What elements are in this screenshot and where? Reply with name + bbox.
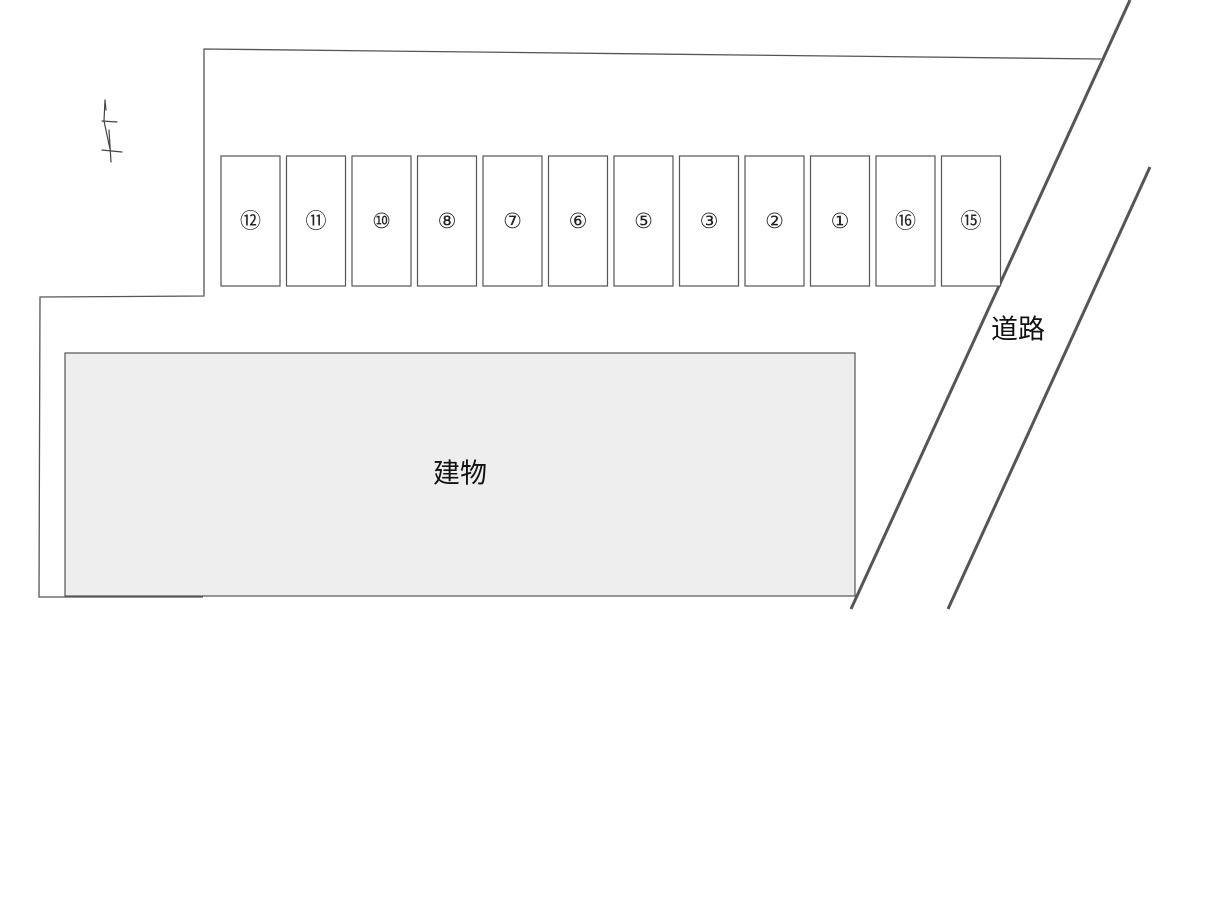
- parking-space-outline: [547, 155, 609, 287]
- parking-space-outline: [351, 155, 412, 287]
- road-label: 道路: [991, 315, 1045, 346]
- parking-space-outline: [940, 155, 1002, 287]
- parking-space-number: ⑮: [961, 209, 982, 233]
- parking-space-outline: [809, 155, 871, 287]
- road-edge-right: [946, 166, 1152, 610]
- parking-space: ⑦: [482, 155, 543, 287]
- parking-space-number: ⑤: [634, 209, 653, 233]
- building-footprint: [64, 352, 856, 597]
- parking-space: ⑥: [547, 155, 609, 287]
- parking-space-number: ③: [700, 209, 719, 233]
- parking-space: ⑮: [940, 155, 1002, 287]
- parking-space-outline: [613, 155, 674, 287]
- parking-space: ⑯: [875, 155, 936, 287]
- parking-space-number: ②: [765, 209, 784, 233]
- parking-space: ②: [744, 155, 805, 287]
- lot-boundary: [38, 48, 1102, 598]
- parking-space-outline: [416, 155, 478, 287]
- road-edge-left: [849, 0, 1132, 610]
- parking-space-outline: [875, 155, 936, 287]
- building: 建物: [64, 352, 856, 597]
- parking-space-outline: [285, 155, 347, 287]
- parking-space-outline: [744, 155, 805, 287]
- parking-space: ⑫: [220, 155, 281, 287]
- parking-space: ⑩: [351, 155, 412, 287]
- parking-space-number: ⑧: [438, 209, 457, 233]
- parking-space-number: ⑦: [503, 209, 522, 233]
- parking-space-number: ⑯: [895, 209, 916, 233]
- parking-space-outline: [678, 155, 740, 287]
- parking-space: ③: [678, 155, 740, 287]
- road: 道路: [849, 0, 1152, 610]
- parking-space-number: ⑥: [569, 209, 588, 233]
- parking-space: ⑧: [416, 155, 478, 287]
- parking-space-outline: [482, 155, 543, 287]
- building-label: 建物: [433, 459, 487, 490]
- parking-space-number: ⑩: [372, 209, 391, 233]
- parking-space: ⑪: [285, 155, 347, 287]
- parking-space: ⑤: [613, 155, 674, 287]
- parking-space: ①: [809, 155, 871, 287]
- parking-space-number: ⑫: [240, 209, 261, 233]
- north-arrow-icon: [101, 99, 123, 163]
- parking-space-number: ①: [831, 209, 850, 233]
- parking-row: ⑫ ⑪ ⑩ ⑧ ⑦ ⑥ ⑤ ③ ② ① ⑯ ⑮: [220, 155, 1002, 287]
- parking-space-outline: [220, 155, 281, 287]
- parking-space-number: ⑪: [306, 209, 327, 233]
